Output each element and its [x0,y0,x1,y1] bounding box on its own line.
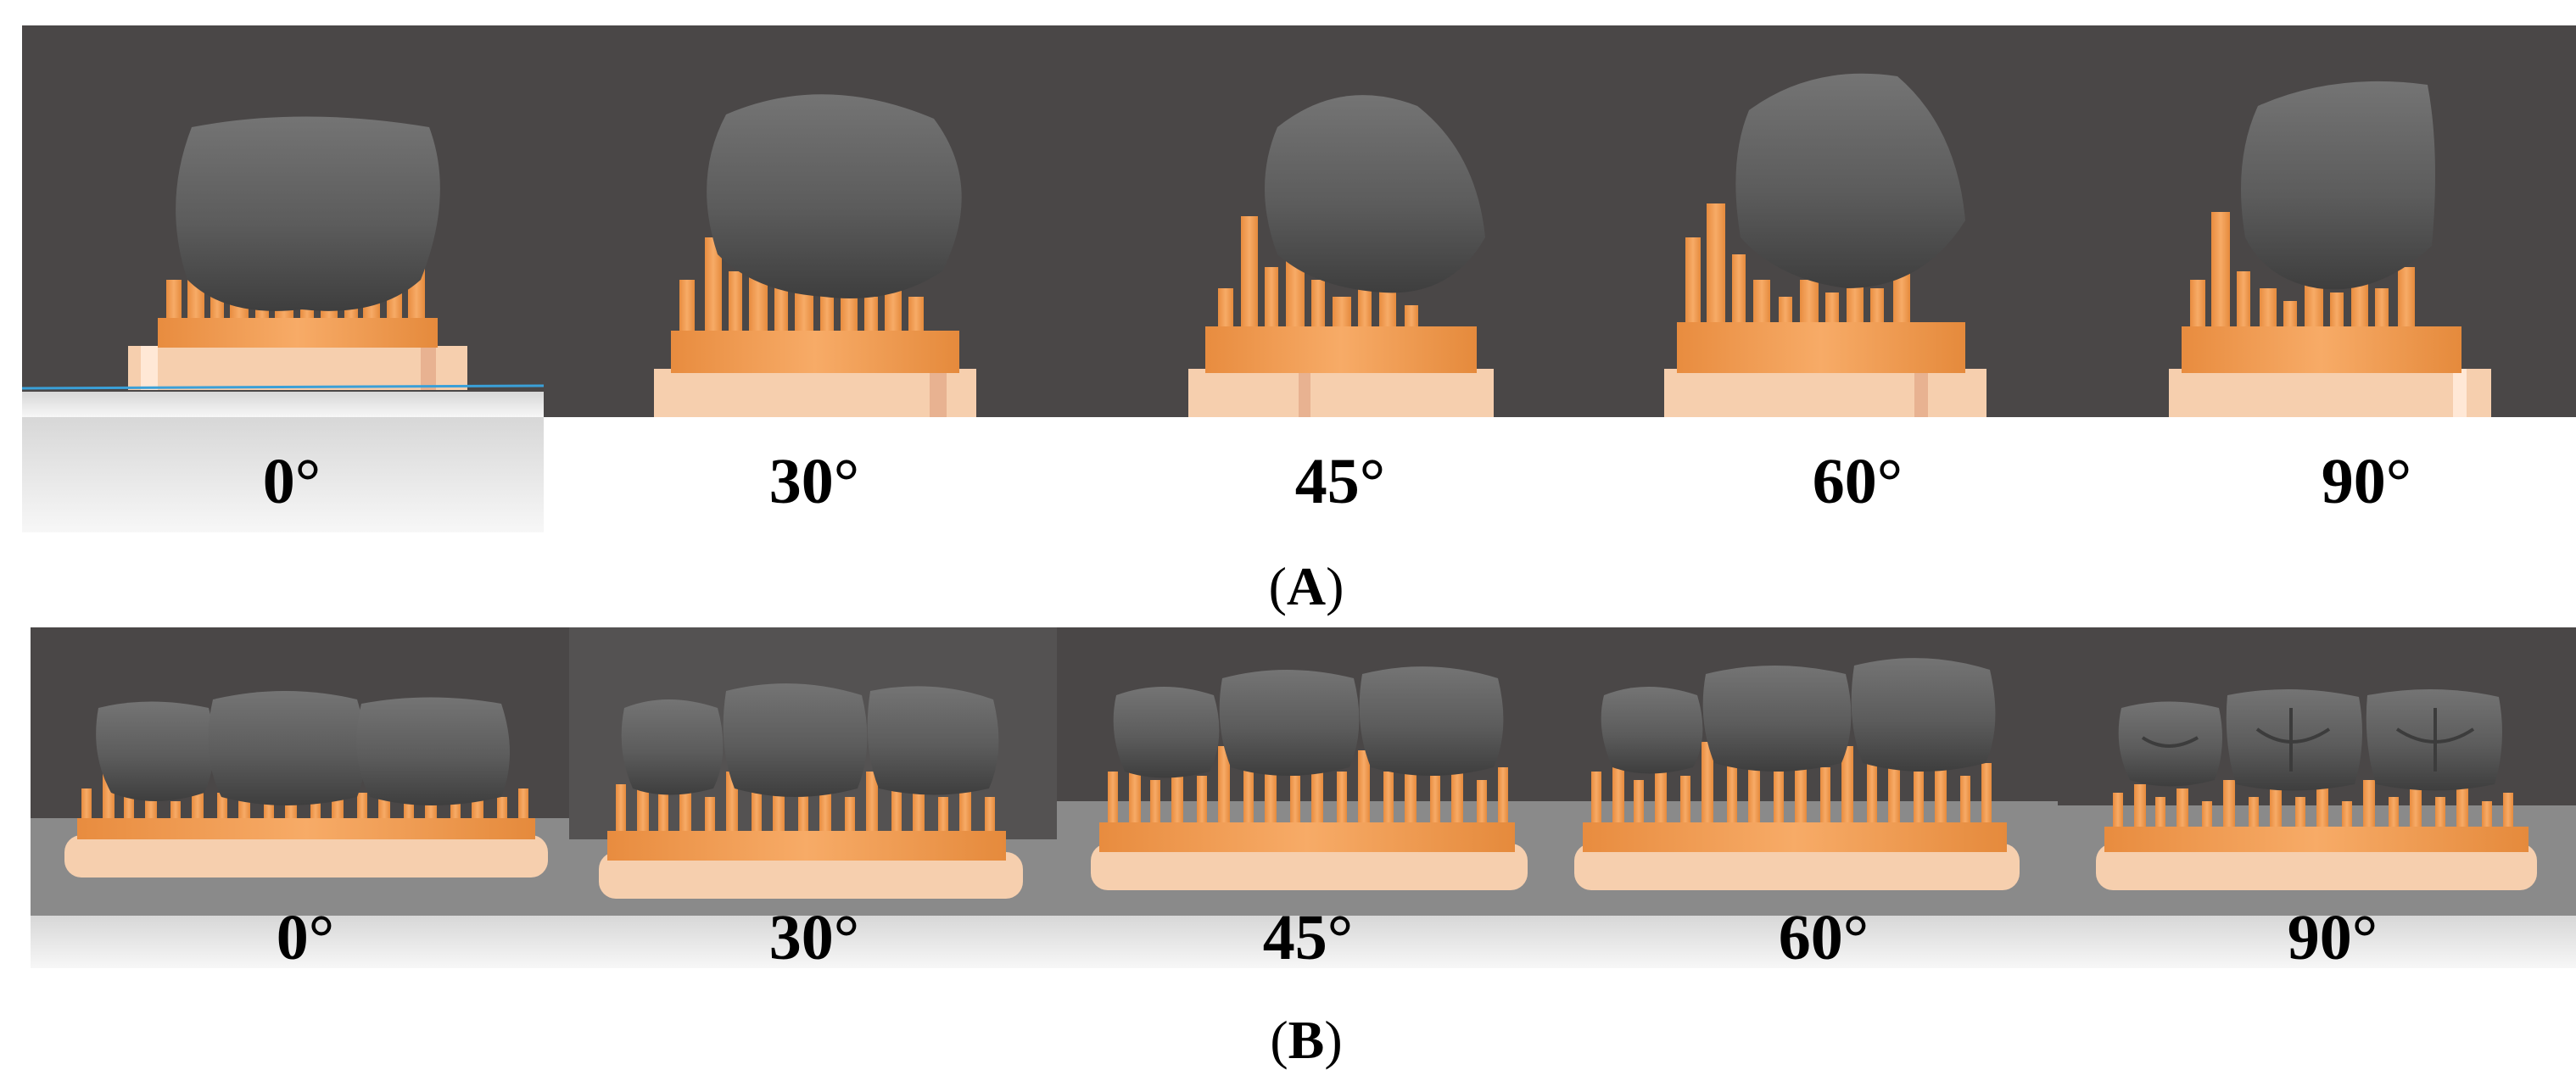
caption-a: (A) [1268,556,1344,616]
row-a-render-90 [2105,25,2576,417]
row-a-angle-45: 45° [1294,446,1386,517]
row-b-panel-90 [2058,627,2576,968]
row-b-panel-45 [1057,627,1557,968]
row-a-render-0 [22,25,544,417]
row-a-panel-30 [544,25,1078,417]
row-a-panel-45 [1078,25,1592,417]
row-a-angle-0: 0° [262,446,321,517]
row-a-panel-0 [22,25,544,417]
caption-b: (B) [1270,1010,1343,1070]
row-a-render-45 [1078,25,1592,417]
row-b-render-90 [2058,627,2576,968]
row-b-label-strip [31,916,2576,968]
row-b-angle-30: 30° [768,902,860,973]
caption-b-letter: B [1288,1010,1325,1070]
row-a-angle-90: 90° [2321,446,2412,517]
row-a-render-30 [544,25,1078,417]
row-b-render-45 [1057,627,1557,968]
row-a-angle-30: 30° [768,446,860,517]
row-a-panel-90 [2105,25,2576,417]
row-b-angle-45: 45° [1262,902,1354,973]
row-b-angle-60: 60° [1778,902,1869,973]
caption-a-letter: A [1286,556,1327,616]
row-a-panel-60 [1592,25,2105,417]
row-b-angle-0: 0° [276,902,335,973]
row-a-angle-60: 60° [1812,446,1903,517]
row-a-floor [22,417,544,532]
row-a-render-60 [1592,25,2105,417]
row-b-angle-90: 90° [2287,902,2378,973]
